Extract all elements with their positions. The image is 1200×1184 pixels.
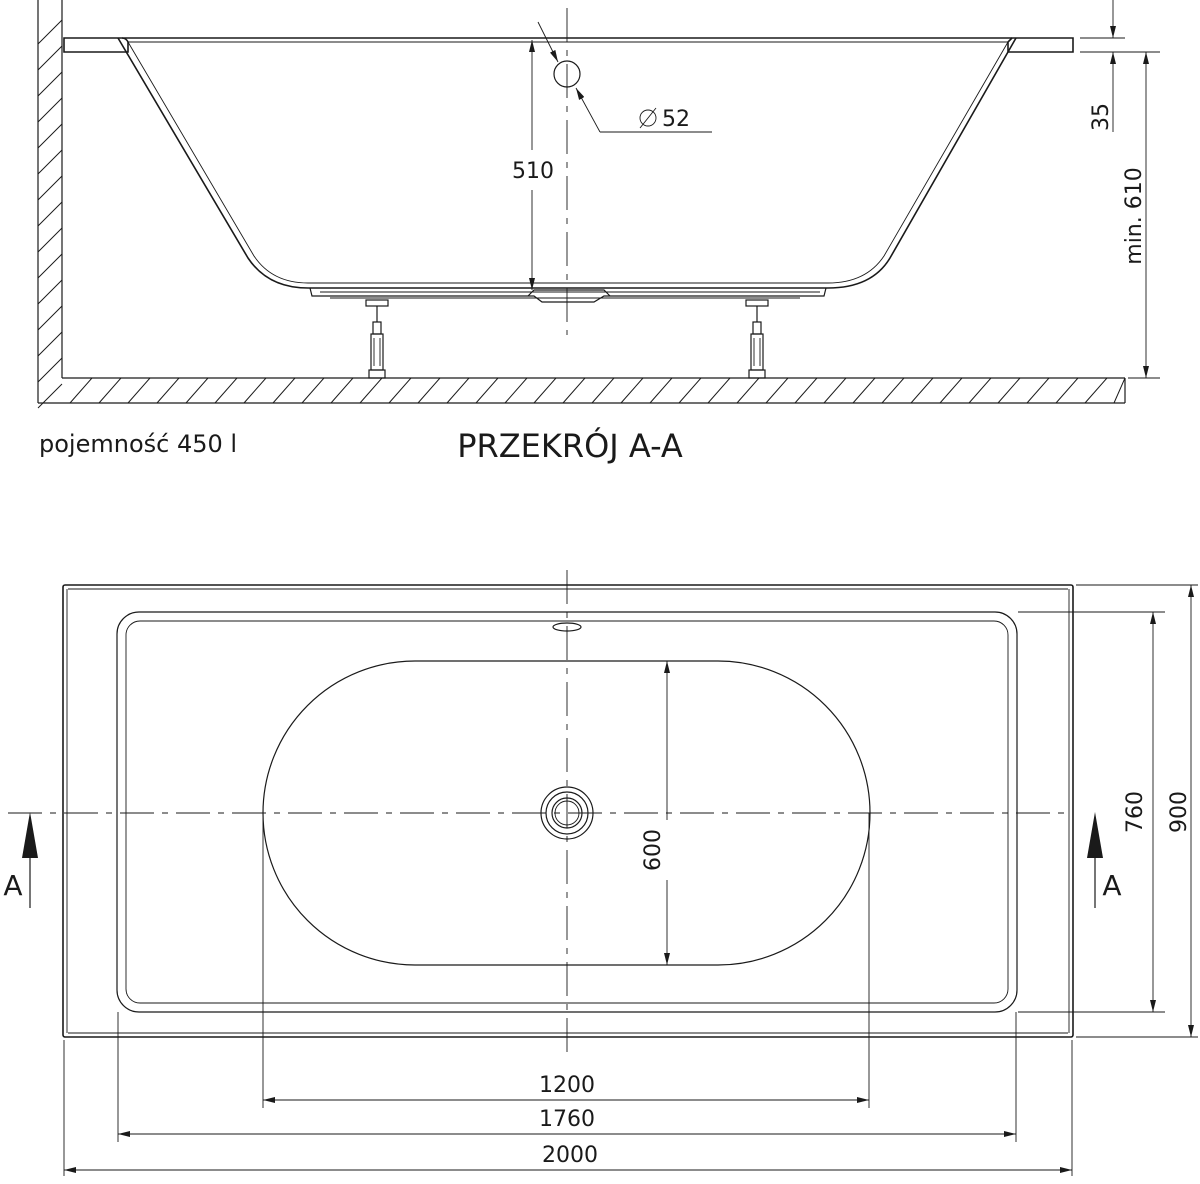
hatch-line [37,97,63,123]
floor-hatch [69,377,1126,404]
dim-depth: 510 [512,40,554,290]
hatch-line [417,377,441,404]
section-title: PRZEKRÓJ A-A [457,426,683,465]
hatch-line [37,201,63,227]
hatch-line [37,305,63,331]
dim-basin-length: 1200 [262,813,870,1108]
basin-floor [262,660,871,966]
hatch-line [243,377,267,404]
hatch-line [968,377,992,404]
dim-total-width-label: 900 [1167,791,1192,833]
dim-depth-label: 510 [512,159,554,184]
hatch-line [997,377,1021,404]
capacity-label: pojemność 450 l [39,430,237,458]
arrow-up-icon [22,812,38,858]
hatch-line [127,377,151,404]
hatch-line [591,377,615,404]
hatch-line [37,357,63,383]
hatch-line [37,149,63,175]
hatch-line [736,377,760,404]
dim-overflow: 52 [537,21,712,133]
dim-inner-length-label: 1760 [539,1107,595,1132]
dim-inner-length: 1760 [117,1012,1017,1142]
hatch-line [823,377,847,404]
plan-view: A A 600 760 900 [3,570,1198,1176]
dim-inner-width: 760 [1018,611,1165,1013]
dim-height: min. 610 [1122,52,1160,379]
hatch-line [852,377,876,404]
hatch-line [1055,377,1079,404]
arrow-up-icon [1087,812,1103,858]
hatch-line [37,175,63,201]
hatch-line [359,377,383,404]
hatch-line [37,123,63,149]
dim-basin-width-label: 600 [641,829,666,871]
hatch-line [678,377,702,404]
hatch-line [939,377,963,404]
hatch-line [881,377,905,404]
section-marker-right: A [1087,812,1122,908]
hatch-line [620,377,644,404]
hatch-line [707,377,731,404]
hatch-line [533,377,557,404]
hatch-line [1084,377,1108,404]
dim-total-length: 2000 [63,1040,1073,1176]
dim-total-length-label: 2000 [542,1143,598,1168]
hatch-line [214,377,238,404]
dim-overflow-label: 52 [662,107,690,132]
hatch-line [475,377,499,404]
hatch-line [794,377,818,404]
hatch-line [37,19,63,45]
hatch-line [37,71,63,97]
hatch-line [301,377,325,404]
hatch-line [388,377,412,404]
hatch-line [562,377,586,404]
floor [38,377,1126,404]
hatch-line [446,377,470,404]
adjustable-leg-left [365,299,389,379]
dim-inner-width-label: 760 [1123,791,1148,833]
tub-shell [63,37,1074,303]
hatch-line [185,377,209,404]
dim-basin-length-label: 1200 [539,1073,595,1098]
tub-outline [62,584,1074,1038]
hatch-line [272,377,296,404]
hatch-line [1026,377,1050,404]
section-marker-left: A [3,812,38,908]
hatch-line [910,377,934,404]
hatch-line [37,279,63,305]
svg-text:A: A [3,869,22,902]
dim-height-label: min. 610 [1122,167,1147,264]
hatch-line [37,45,63,71]
svg-text:A: A [1102,869,1121,902]
hatch-line [37,253,63,279]
dim-rim-label: 35 [1089,103,1114,131]
hatch-line [37,383,63,409]
diameter-icon [639,109,657,127]
hatch-line [1113,377,1126,404]
dim-total-width: 900 [1076,584,1198,1038]
hatch-line [98,377,122,404]
wall-hatch [37,19,63,409]
hatch-line [37,227,63,253]
hatch-line [37,331,63,357]
hatch-line [504,377,528,404]
section-view: 510 52 35 min. 610 pojemność 450 l PRZEK… [37,0,1160,465]
dim-rim: 35 [1080,0,1160,132]
hatch-line [156,377,180,404]
hatch-line [330,377,354,404]
hatch-line [69,377,93,404]
dim-basin-width: 600 [641,661,670,965]
wall [37,0,63,409]
adjustable-leg-right [745,299,769,379]
hatch-line [649,377,673,404]
hatch-line [765,377,789,404]
